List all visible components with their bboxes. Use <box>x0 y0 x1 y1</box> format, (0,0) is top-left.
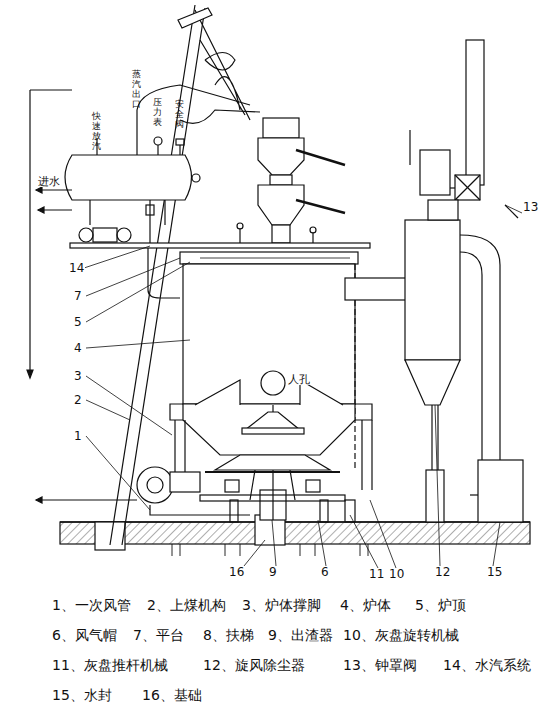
gauge-label: 压力表 <box>153 98 162 128</box>
leader-lines <box>84 205 522 568</box>
callout-number: 13 <box>522 201 539 213</box>
coal-feeder <box>237 118 345 245</box>
callout-number: 15 <box>486 566 503 578</box>
callout-number: 1 <box>73 430 83 442</box>
callout-number: 10 <box>388 568 405 580</box>
legend-item: 1、一次风管 <box>52 598 131 612</box>
callout-number: 3 <box>73 370 83 382</box>
legend-item: 15、水封 <box>52 688 112 702</box>
legend-item: 7、平台 <box>133 628 184 642</box>
callout-number: 16 <box>228 566 245 578</box>
legend-item: 5、炉顶 <box>415 598 466 612</box>
legend-item: 11、灰盘推杆机械 <box>52 658 168 672</box>
callout-number: 14 <box>68 262 85 274</box>
ash-pan <box>200 405 355 522</box>
legend-item: 9、出渣器 <box>268 628 333 642</box>
legend-item: 2、上煤机构 <box>147 598 226 612</box>
legend-item: 6、风气帽 <box>52 628 117 642</box>
legend-item: 14、水汽系统 <box>443 658 531 672</box>
legend-item: 13、钟罩阀 <box>343 658 417 672</box>
callout-number: 5 <box>73 316 83 328</box>
callout-number: 9 <box>268 566 278 578</box>
cyclone <box>345 220 523 522</box>
callout-number: 4 <box>73 342 83 354</box>
legend-item: 10、灰盘旋转机械 <box>343 628 459 642</box>
gauge-label: 蒸汽出口 <box>132 70 141 110</box>
gauge-label: 安全阀 <box>175 100 184 130</box>
legend-item: 16、基础 <box>142 688 202 702</box>
blower <box>36 467 250 515</box>
callout-number: 11 <box>368 568 385 580</box>
legend-item: 12、旋风除尘器 <box>203 658 305 672</box>
furnace-body <box>170 264 372 490</box>
bell-valve <box>410 40 518 220</box>
callout-number: 6 <box>320 566 330 578</box>
pipe-label: 进水 <box>38 176 60 187</box>
foundation <box>60 515 530 556</box>
callout-number: 2 <box>73 394 83 406</box>
callout-number: 12 <box>434 566 451 578</box>
legend-item: 3、炉体撑脚 <box>242 598 321 612</box>
gauge-label: 快速放汽 <box>92 112 101 152</box>
callout-number: 7 <box>73 290 83 302</box>
legend-item: 4、炉体 <box>340 598 391 612</box>
legend-item: 8、扶梯 <box>203 628 254 642</box>
part-label: 人孔 <box>288 374 310 385</box>
